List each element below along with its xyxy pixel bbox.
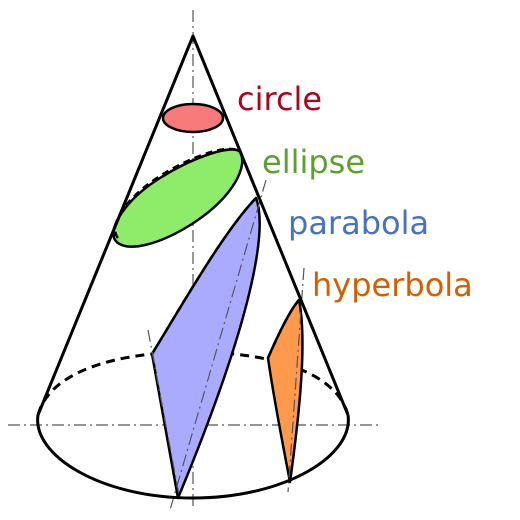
hyperbola-axis-line [287, 267, 305, 493]
ellipse-label: ellipse [262, 143, 365, 181]
hyperbola-section [266, 298, 304, 484]
parabola-hidden-edge [150, 197, 257, 355]
parabola-axis-line [169, 179, 267, 511]
cone-base-visible-edge [36, 414, 350, 500]
ellipse-section [112, 148, 244, 248]
parabola-plane-line [147, 329, 181, 501]
hyperbola-label: hyperbola [312, 266, 473, 304]
parabola-section [150, 196, 261, 500]
circle-section [161, 102, 225, 134]
parabola-label: parabola [288, 204, 429, 242]
circle-label: circle [237, 80, 322, 118]
hyperbola-hidden-edge [266, 299, 300, 359]
cone-outline [36, 34, 350, 416]
